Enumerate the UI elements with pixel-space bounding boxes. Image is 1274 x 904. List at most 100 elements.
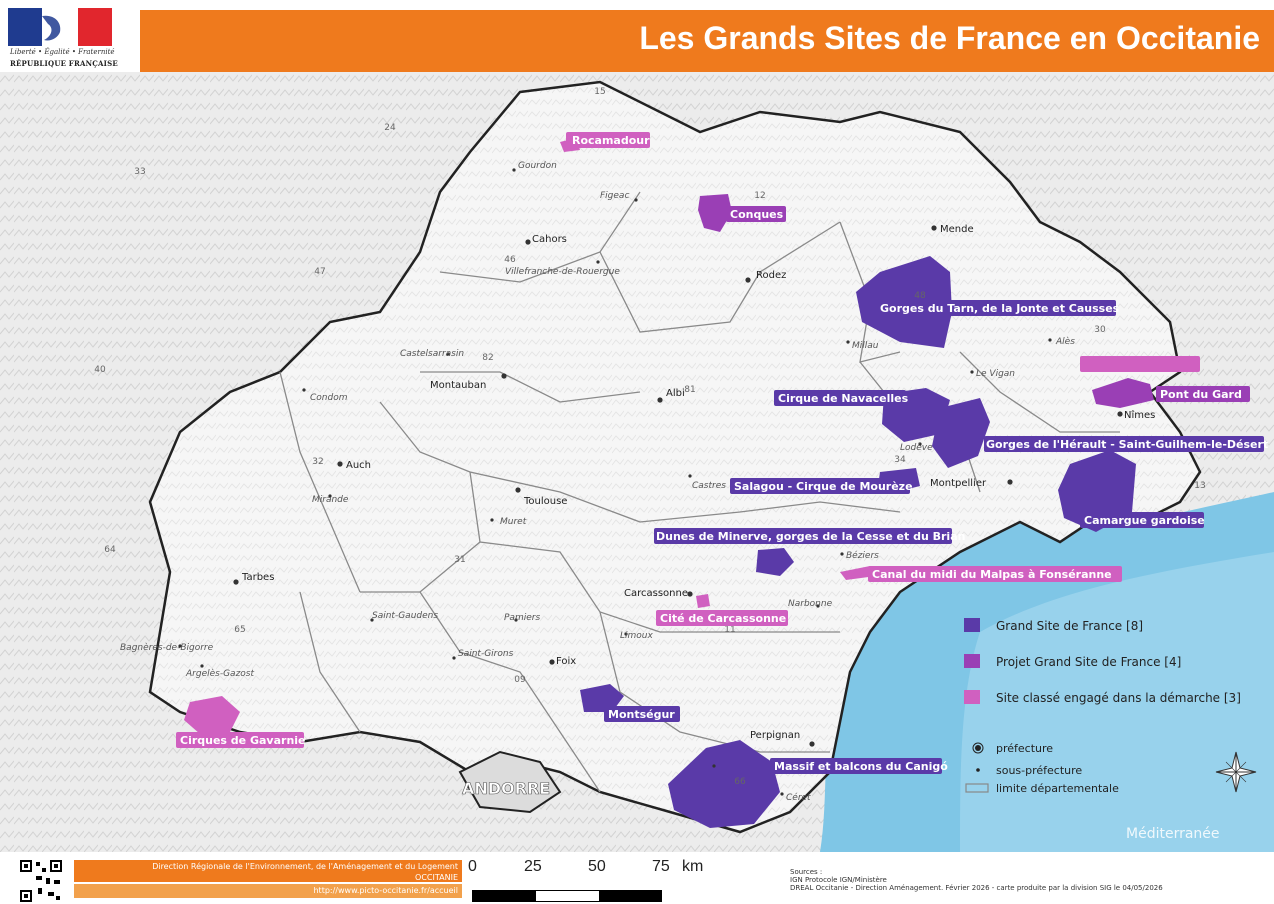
- scale-50: 50: [588, 858, 606, 875]
- logo-republic: RÉPUBLIQUE FRANÇAISE: [10, 59, 118, 68]
- legend-sous-prefecture-icon: [976, 768, 980, 772]
- dept-34: 34: [894, 455, 906, 465]
- label-canal-midi: Canal du midi du Malpas à Fonséranne: [872, 568, 1112, 581]
- map[interactable]: 24 15 46 12 48 30 33 47 40 82 32 81 34 3…: [0, 72, 1274, 852]
- city-ales: Alès: [1055, 336, 1075, 347]
- qr-code-icon[interactable]: [18, 858, 64, 904]
- andorre-border: [458, 750, 562, 814]
- site-conques-shape[interactable]: [698, 194, 732, 232]
- legend-limite-icon: [965, 783, 989, 793]
- site-carcassonne-shape[interactable]: [696, 594, 710, 608]
- dreal-name: Direction Régionale de l'Environnement, …: [74, 860, 462, 882]
- andorre-label: ANDORRE: [462, 779, 550, 798]
- dept-12: 12: [754, 191, 765, 201]
- city-montpellier: Montpellier: [930, 478, 987, 489]
- city-markers: [178, 168, 1123, 796]
- dept-46: 46: [504, 255, 516, 265]
- city-millau: Millau: [852, 341, 879, 351]
- legend-projet: Projet Grand Site de France [4]: [996, 655, 1181, 669]
- dept-11: 11: [724, 625, 735, 635]
- footer: Direction Régionale de l'Environnement, …: [0, 852, 1274, 904]
- city-beziers: Béziers: [846, 550, 879, 561]
- sea-light: [960, 552, 1274, 852]
- logo-motto: Liberté • Égalité • Fraternité: [10, 48, 115, 56]
- city-condom: Condom: [310, 393, 348, 403]
- city-pamiers: Pamiers: [504, 613, 540, 623]
- city-auch: Auch: [346, 460, 371, 471]
- site-herault-shape[interactable]: [932, 398, 990, 468]
- city-albi: Albi: [666, 388, 685, 399]
- site-minerve-shape[interactable]: [756, 548, 794, 576]
- label-pont-du-gard: Pont du Gard: [1160, 388, 1242, 401]
- dept-15: 15: [594, 87, 605, 97]
- scale-bar-graphic: [472, 890, 662, 902]
- dreal-line1b: OCCITANIE: [415, 873, 458, 882]
- dreal-line1: Direction Régionale de l'Environnement, …: [152, 862, 458, 871]
- site-montsegur-shape[interactable]: [580, 684, 624, 712]
- label-gavarnie: Cirques de Gavarnie: [180, 734, 306, 747]
- dept-47: 47: [314, 267, 325, 277]
- legend-limite: limite départementale: [996, 782, 1119, 795]
- dept-31: 31: [454, 555, 465, 565]
- label-rocamadour: Rocamadour: [572, 134, 650, 147]
- city-perpignan: Perpignan: [750, 730, 800, 741]
- label-gorges-tarn: Gorges du Tarn, de la Jonte et Causses: [880, 302, 1120, 315]
- dept-82: 82: [482, 353, 493, 363]
- label-conques: Conques: [730, 208, 784, 221]
- legend-prefecture: préfecture: [996, 742, 1053, 755]
- city-castres: Castres: [692, 481, 726, 491]
- dreal-url-link[interactable]: http://www.picto-occitanie.fr/accueil: [74, 884, 462, 898]
- dept-13: 13: [1194, 481, 1205, 491]
- city-montauban: Montauban: [430, 380, 486, 391]
- legend-sous-prefecture: sous-préfecture: [996, 764, 1082, 777]
- city-labels: Gourdon Figeac Cahors Villefranche-de-Ro…: [120, 161, 1220, 842]
- city-nimes: Nîmes: [1124, 409, 1155, 421]
- legend-grand-site: Grand Site de France [8]: [996, 619, 1143, 633]
- city-saint-girons: Saint-Girons: [458, 649, 514, 659]
- site-canigo-shape[interactable]: [668, 740, 780, 828]
- page-title: Les Grands Sites de France en Occitanie: [639, 20, 1260, 56]
- sources-title: Sources :: [790, 868, 823, 876]
- dept-64: 64: [104, 545, 116, 555]
- label-salagou: Salagou - Cirque de Mourèze: [734, 480, 913, 493]
- dept-33: 33: [134, 167, 145, 177]
- legend-swatch-grand-site: [964, 618, 980, 632]
- dept-66: 66: [734, 777, 746, 787]
- city-toulouse: Toulouse: [523, 496, 567, 507]
- city-mirande: Mirande: [312, 495, 349, 505]
- legend-site-classe: Site classé engagé dans la démarche [3]: [996, 691, 1241, 705]
- city-saint-gaudens: Saint-Gaudens: [372, 611, 438, 621]
- department-limits: [279, 191, 1120, 793]
- dept-30: 30: [1094, 325, 1106, 335]
- dept-40: 40: [94, 365, 106, 375]
- city-vigan: Le Vigan: [976, 369, 1015, 379]
- city-bagneres: Bagnères-de-Bigorre: [120, 642, 214, 653]
- map-canvas[interactable]: 24 15 46 12 48 30 33 47 40 82 32 81 34 3…: [0, 72, 1274, 852]
- header: Liberté • Égalité • Fraternité RÉPUBLIQU…: [0, 0, 1274, 72]
- marianne-flag-icon: [8, 8, 112, 46]
- site-gavarnie-shape[interactable]: [184, 696, 240, 734]
- site-gardon-shape[interactable]: [1092, 378, 1154, 408]
- site-canal-midi-shape[interactable]: [840, 566, 876, 580]
- label-herault: Gorges de l'Hérault - Saint-Guilhem-le-D…: [986, 438, 1268, 451]
- label-canigo: Massif et balcons du Canigó: [774, 760, 948, 773]
- scale-0: 0: [468, 858, 477, 875]
- city-figeac: Figeac: [600, 191, 629, 201]
- city-limoux: Limoux: [620, 631, 653, 641]
- site-camargue-shape[interactable]: [1058, 450, 1136, 532]
- city-ceret: Céret: [786, 792, 811, 803]
- city-carcassonne: Carcassonne: [624, 588, 688, 599]
- city-villefranche: Villefranche-de-Rouergue: [505, 267, 620, 277]
- label-carcassonne: Cité de Carcassonne: [660, 612, 786, 625]
- dreal-band: Direction Régionale de l'Environnement, …: [74, 860, 462, 904]
- city-argeles: Argelès-Gazost: [185, 668, 254, 679]
- legend-swatch-site-classe: [964, 690, 980, 704]
- label-minerve: Dunes de Minerve, gorges de la Cesse et …: [656, 530, 965, 543]
- scale-75: 75: [652, 858, 670, 875]
- city-foix: Foix: [556, 656, 576, 667]
- legend: Grand Site de France [8] Projet Grand Si…: [964, 618, 1241, 795]
- title-band: Les Grands Sites de France en Occitanie: [140, 10, 1274, 72]
- dept-48: 48: [914, 291, 926, 301]
- site-labels: Rocamadour Conques Gorges du Tarn, de la…: [176, 132, 1268, 774]
- dept-65: 65: [234, 625, 245, 635]
